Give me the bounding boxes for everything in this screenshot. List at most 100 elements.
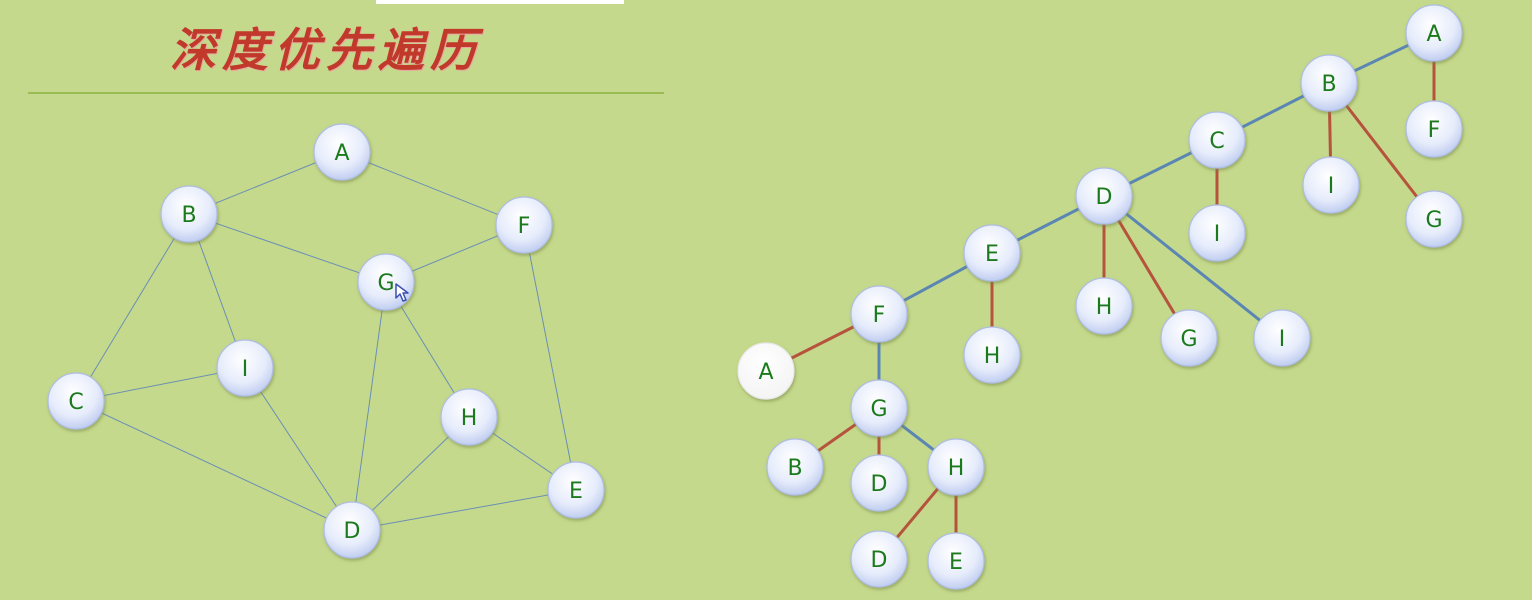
- graph-node-circle: [357, 253, 415, 311]
- tree-node-circle: [1405, 190, 1463, 248]
- tree-node-th2: H: [963, 326, 1021, 384]
- tree-node-label: E: [985, 242, 999, 267]
- tree-node-label: I: [1279, 327, 1286, 352]
- graph-edge-b-c: [75, 213, 190, 402]
- graph-edge-i-d: [244, 367, 353, 531]
- graph-node-e: E: [547, 461, 605, 519]
- tree-node-ta: A: [1405, 4, 1463, 62]
- graph-node-d: D: [323, 501, 381, 559]
- graph-node-label: E: [569, 479, 583, 504]
- tree-node-circle: [1253, 309, 1311, 367]
- tree-node-td3: D: [850, 530, 908, 588]
- tree-node-circle: [1075, 277, 1133, 335]
- graph-edge-a-f: [341, 151, 525, 226]
- tree-node-circle: [927, 438, 985, 496]
- tree-node-label: A: [758, 360, 773, 385]
- page-title: 深度优先遍历: [170, 23, 482, 77]
- tree-node-label: H: [1096, 295, 1113, 320]
- tree-node-circle: [1188, 204, 1246, 262]
- tree-node-label: F: [1428, 118, 1441, 143]
- tree-node-label: H: [948, 456, 965, 481]
- graph-node-label: F: [518, 214, 531, 239]
- tree-node-th3: H: [927, 438, 985, 496]
- graph-node-f: F: [495, 196, 553, 254]
- graph-node-g: G: [357, 253, 415, 311]
- tree-node-tf1: F: [1405, 100, 1463, 158]
- tree-node-te2: E: [927, 532, 985, 590]
- tree-node-circle: [927, 532, 985, 590]
- tree-node-circle: [1160, 309, 1218, 367]
- graph-node-label: A: [334, 141, 349, 166]
- tree-node-tg3: G: [850, 379, 908, 437]
- tree-node-circle: [1300, 54, 1358, 112]
- tree-node-tg1: G: [1405, 190, 1463, 248]
- graph-node-b: B: [160, 185, 218, 243]
- tree-node-tb: B: [1300, 54, 1358, 112]
- graph-node-c: C: [47, 372, 105, 430]
- graph-node-label: B: [181, 203, 196, 228]
- tree-node-label: G: [1180, 327, 1197, 352]
- tree-node-label: G: [870, 397, 887, 422]
- tree-node-circle: [850, 379, 908, 437]
- tree-node-label: E: [949, 550, 963, 575]
- graph-node-circle: [547, 461, 605, 519]
- tree-node-ta2: A: [737, 342, 795, 400]
- tree-node-te: E: [963, 224, 1021, 282]
- tree-node-circle: [1405, 4, 1463, 62]
- graph-node-circle: [313, 123, 371, 181]
- graph-edge-i-c: [75, 367, 246, 402]
- graph-node-i: I: [216, 339, 274, 397]
- graph-node-label: G: [377, 271, 394, 296]
- tree-node-label: D: [1096, 185, 1113, 210]
- tree-node-ti2: I: [1188, 204, 1246, 262]
- tree-node-circle: [1302, 156, 1360, 214]
- pointer-cursor-icon: [395, 283, 409, 302]
- tree-node-label: I: [1328, 174, 1335, 199]
- tree-node-tf2: F: [850, 285, 908, 343]
- graph-node-circle: [495, 196, 553, 254]
- graph-node-circle: [440, 388, 498, 446]
- tree-node-circle: [963, 326, 1021, 384]
- tree-node-td2: D: [850, 454, 908, 512]
- tree-node-circle: [963, 224, 1021, 282]
- tree-node-circle: [1188, 111, 1246, 169]
- tree-node-label: F: [873, 303, 886, 328]
- tree-node-circle: [766, 438, 824, 496]
- tree-node-circle: [1075, 167, 1133, 225]
- tree-node-label: I: [1214, 222, 1221, 247]
- tree-node-label: G: [1425, 208, 1442, 233]
- top-highlight-bar: [376, 0, 624, 4]
- graph-node-circle: [160, 185, 218, 243]
- tree-node-label: D: [871, 472, 888, 497]
- graph-node-h: H: [440, 388, 498, 446]
- graph-node-label: C: [68, 390, 83, 415]
- tree-node-tg2: G: [1160, 309, 1218, 367]
- tree-edge-td-ti3: [1103, 194, 1283, 340]
- tree-node-circle: [850, 530, 908, 588]
- graph-edge-c-d: [75, 400, 353, 531]
- tree-node-circle: [737, 342, 795, 400]
- tree-node-label: B: [787, 456, 802, 481]
- graph-node-circle: [216, 339, 274, 397]
- graph-node-a: A: [313, 123, 371, 181]
- tree-nodes: A F B I G C I D H G I E H F A G B D H D E: [737, 4, 1463, 590]
- graph-nodes: A B F G I C H E D: [47, 123, 605, 559]
- graph-node-circle: [323, 501, 381, 559]
- tree-node-label: H: [984, 344, 1001, 369]
- tree-node-circle: [1405, 100, 1463, 158]
- graph-node-label: H: [461, 406, 478, 431]
- tree-node-label: D: [871, 548, 888, 573]
- tree-node-td: D: [1075, 167, 1133, 225]
- tree-node-circle: [850, 454, 908, 512]
- tree-node-label: A: [1426, 22, 1441, 47]
- title-divider: [28, 92, 664, 94]
- tree-node-ti1: I: [1302, 156, 1360, 214]
- graph-edge-d-e: [351, 489, 577, 531]
- tree-node-tb2: B: [766, 438, 824, 496]
- graph-node-circle: [47, 372, 105, 430]
- tree-node-label: B: [1321, 72, 1336, 97]
- tree-node-circle: [850, 285, 908, 343]
- tree-node-tc: C: [1188, 111, 1246, 169]
